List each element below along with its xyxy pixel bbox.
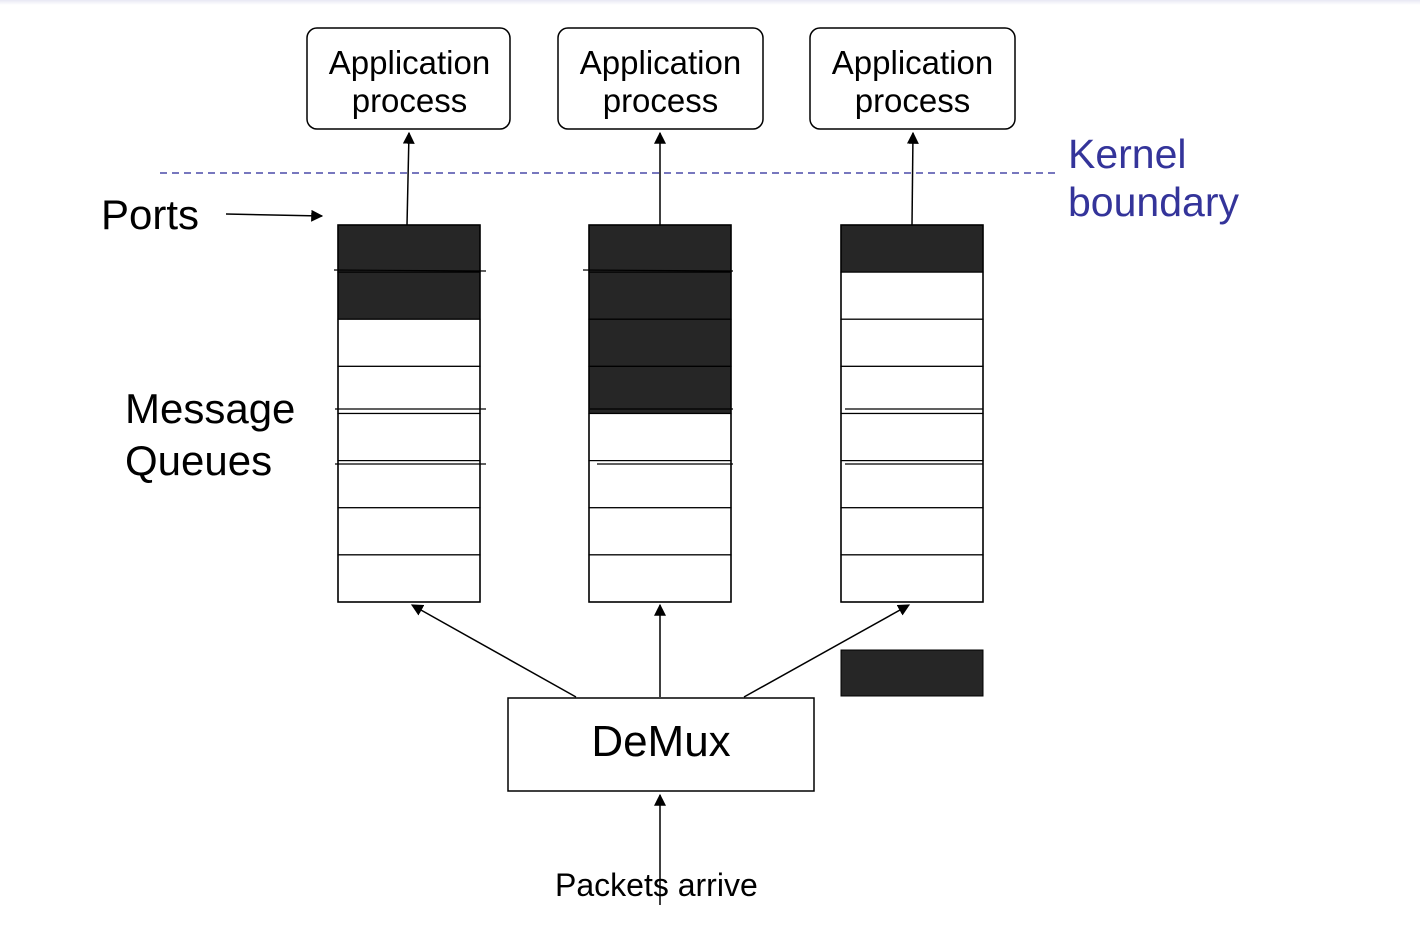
kernel-boundary-label: Kernel boundary [1068, 131, 1239, 225]
queue-slot-empty [588, 460, 732, 509]
demux-box [507, 697, 815, 792]
app-box-1 [306, 27, 511, 130]
arrow-queue3-to-app3 [906, 131, 919, 226]
app-process-label-2: Application process [579, 44, 742, 119]
message-queue-1 [337, 224, 481, 603]
queue-slot-empty [840, 365, 984, 415]
queue-slot-empty [588, 507, 732, 556]
queue-slot-empty [337, 412, 481, 462]
queue-slot-empty [840, 507, 984, 556]
message-queue-3 [840, 224, 984, 603]
app-process-label-1: Application process [328, 44, 491, 119]
queue-slot-filled [588, 271, 732, 320]
app-process-label-3: Application process [831, 44, 994, 119]
arrow-demux-to-queue1 [410, 604, 577, 698]
arrow-queue1-to-app1 [402, 131, 415, 226]
queue-slot-empty [840, 271, 984, 320]
packets-arrive-label: Packets arrive [555, 867, 758, 903]
queue2-divider-ext [582, 269, 734, 272]
queue-slot-empty [337, 460, 481, 509]
queue-slot-filled [588, 318, 732, 367]
ports-label: Ports [101, 191, 200, 238]
demux-label: DeMux [591, 717, 731, 766]
queue-slot-empty [588, 554, 732, 603]
queue-slot-empty [337, 365, 481, 415]
arrow-demux-to-queue3 [743, 604, 911, 698]
queue-slot-filled [840, 224, 984, 273]
queue-slot-empty [840, 412, 984, 462]
queue-slot-filled [337, 224, 481, 273]
queue-slot-empty [337, 318, 481, 367]
queue-slot-filled [337, 271, 481, 320]
app-box-3 [809, 27, 1016, 130]
queue-slot-empty [840, 460, 984, 509]
message-queue-2 [588, 224, 732, 603]
queue-slot-filled [588, 365, 732, 415]
message-queues-label: Message Queues [125, 385, 296, 484]
queue-slot-empty [588, 412, 732, 462]
queue-slot-empty [840, 554, 984, 603]
queue-slot-empty [337, 507, 481, 556]
queue-slot-empty [337, 554, 481, 603]
incoming-message-block [840, 649, 984, 697]
app-box-2 [557, 27, 764, 130]
top-rule [0, 0, 1420, 5]
queue-slot-filled [588, 224, 732, 273]
queue-slot-empty [840, 318, 984, 367]
ports-arrow [225, 209, 324, 222]
queue1-divider-ext [333, 269, 487, 272]
